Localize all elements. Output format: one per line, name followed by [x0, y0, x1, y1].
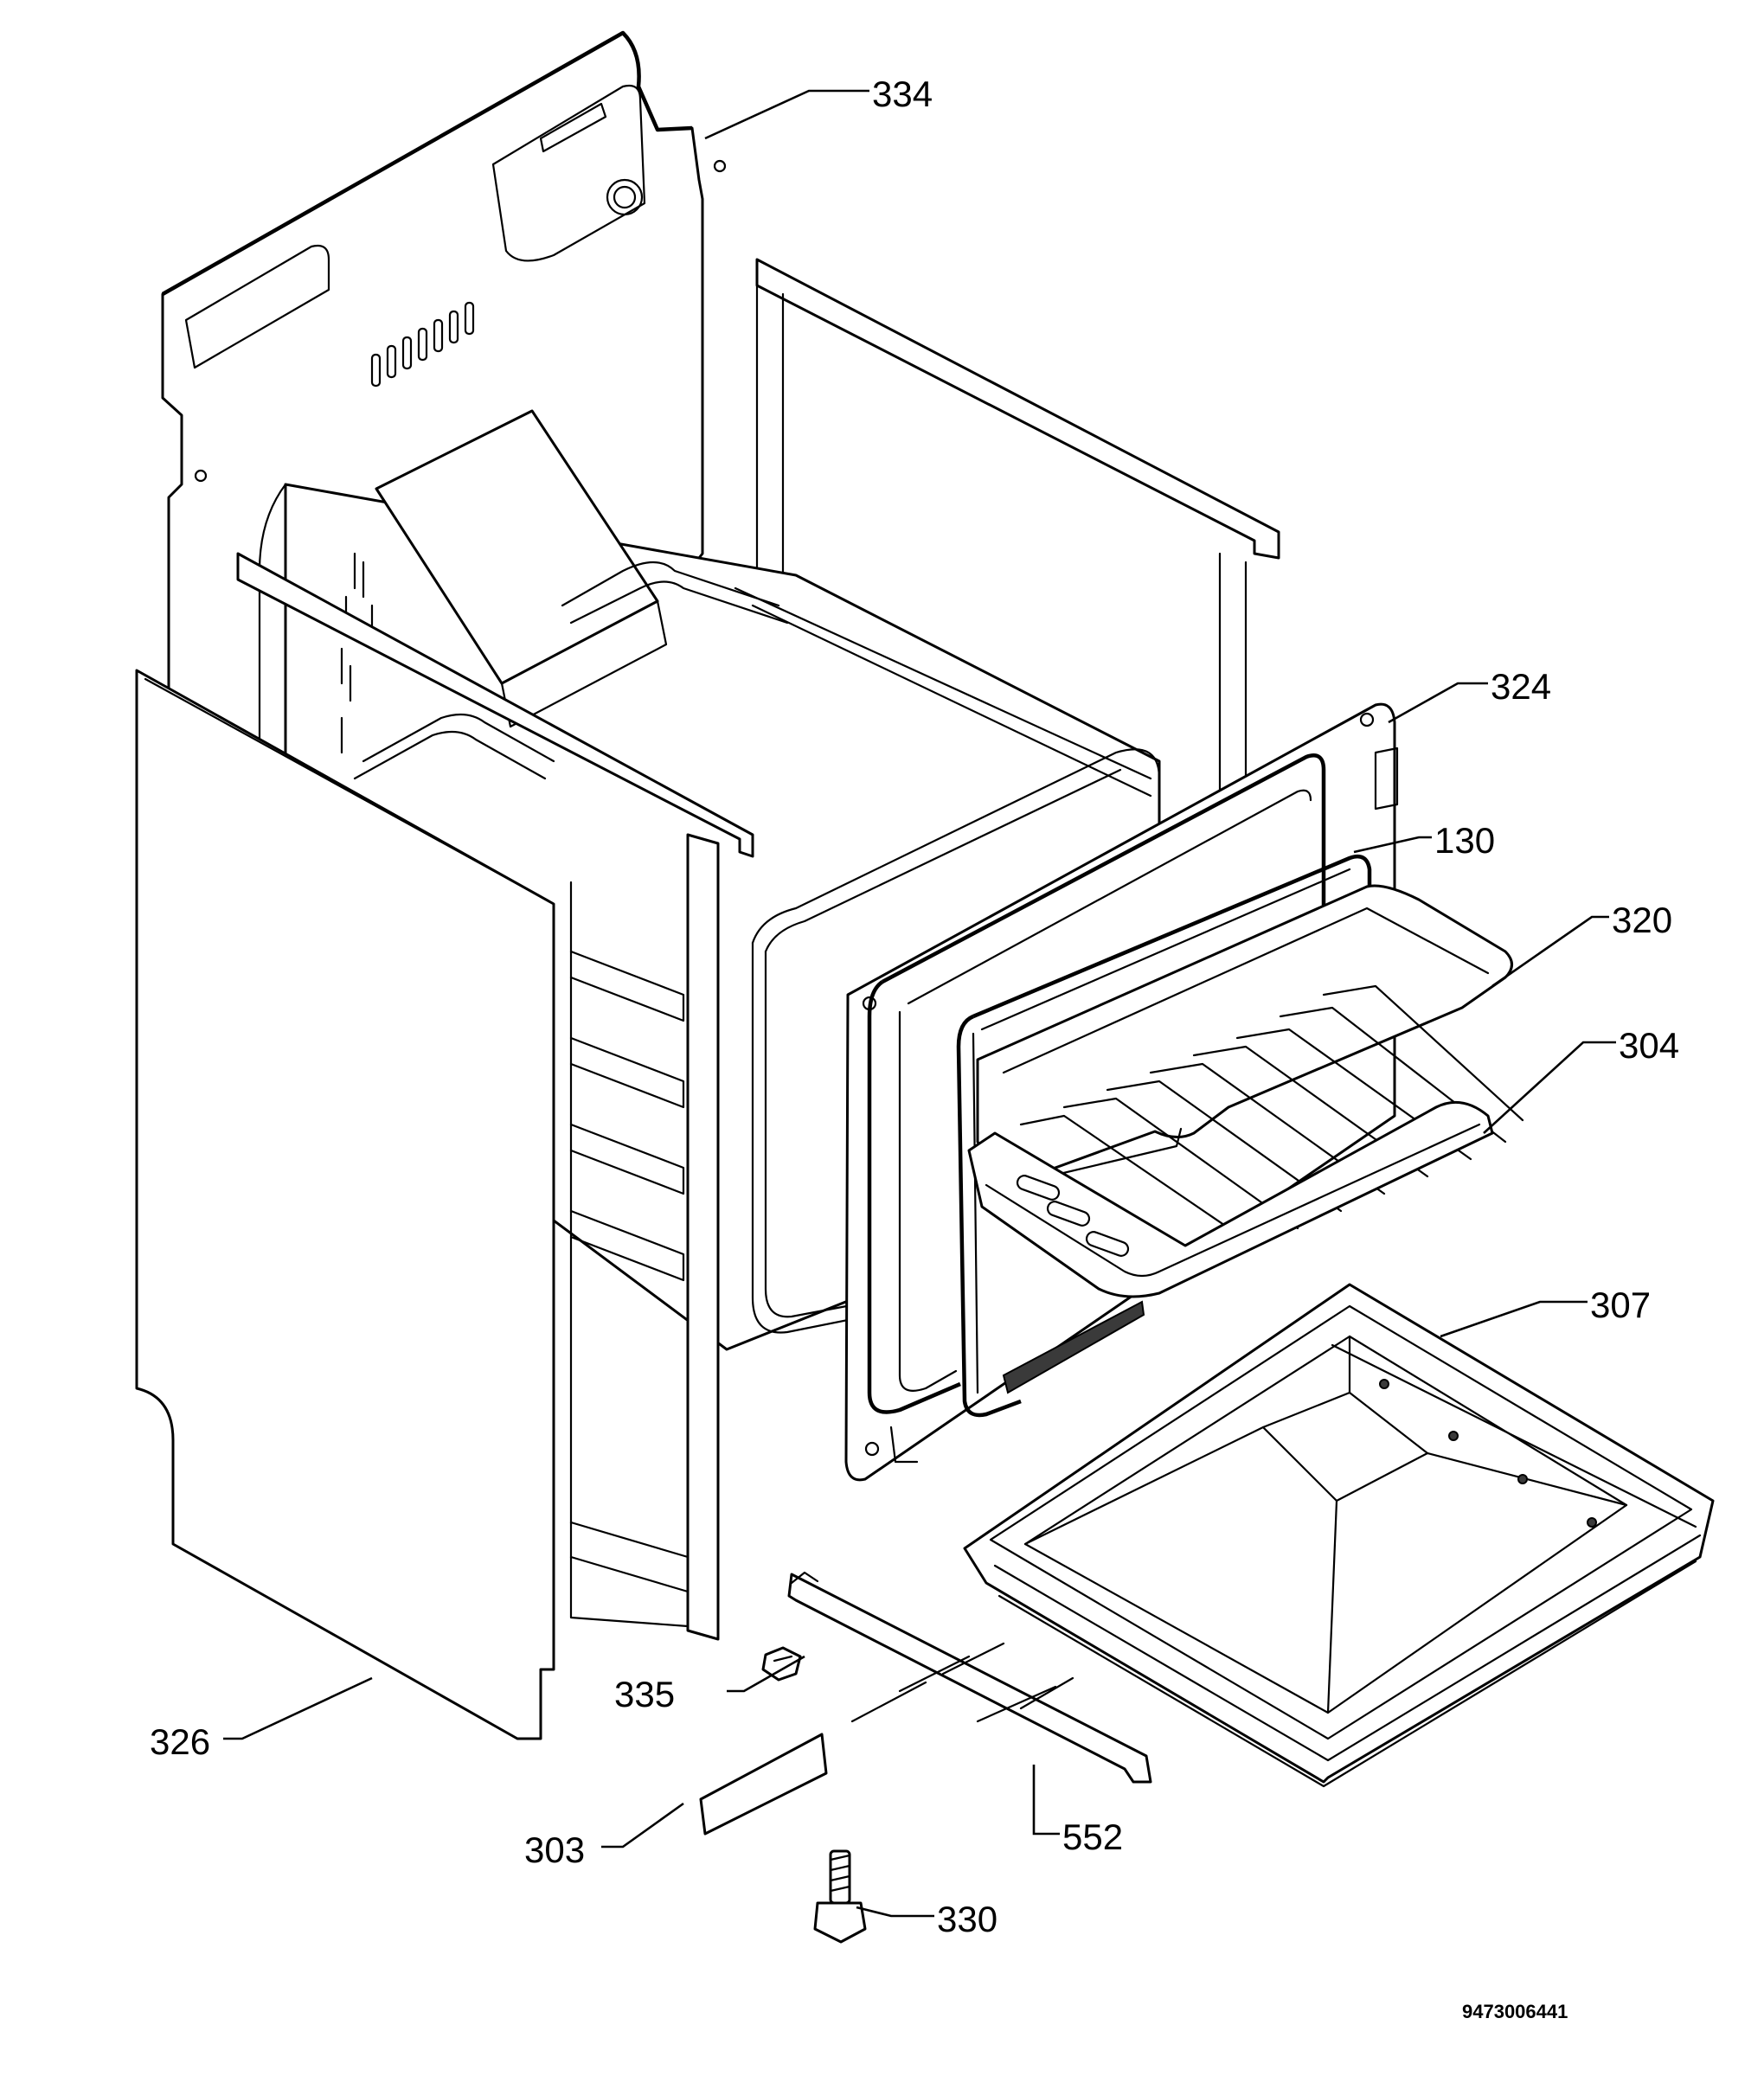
- leader-lines: [223, 89, 1616, 1918]
- callout-552: 552: [1062, 1816, 1123, 1857]
- callout-303: 303: [524, 1829, 585, 1870]
- side-panel: [135, 669, 555, 1740]
- callout-326: 326: [150, 1721, 210, 1762]
- oven-shelf: [976, 884, 1524, 1247]
- door-seal: [956, 854, 1372, 1418]
- drawing-code: 9473006441: [1462, 2001, 1568, 2022]
- callout-330: 330: [937, 1899, 997, 1939]
- drawer-runner: [787, 1571, 1152, 1784]
- back-panel-vents: [370, 301, 475, 388]
- callout-304: 304: [1619, 1025, 1679, 1066]
- clip-part: [761, 1646, 802, 1682]
- baking-tray: [967, 1100, 1494, 1298]
- callout-324: 324: [1491, 666, 1551, 707]
- callout-320: 320: [1612, 900, 1672, 940]
- plinth-strip: [699, 1681, 927, 1836]
- callout-307: 307: [1590, 1285, 1651, 1325]
- callout-130: 130: [1434, 820, 1495, 861]
- callout-334: 334: [872, 74, 933, 114]
- callout-335: 335: [614, 1674, 675, 1714]
- screw-part: [813, 1849, 867, 1944]
- callout-labels: 334 324 130 320 304 307 335 326 303 552 …: [150, 74, 1679, 1939]
- storage-drawer: [963, 1283, 1715, 1788]
- front-frame: [236, 552, 754, 1641]
